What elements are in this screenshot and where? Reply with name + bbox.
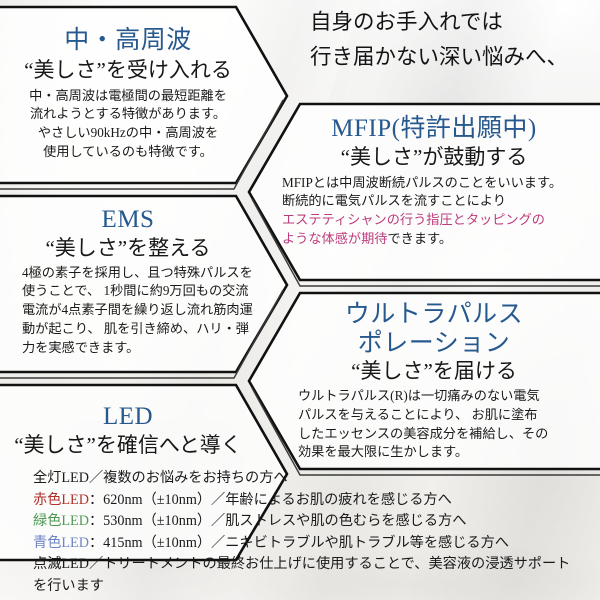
led-color-label: 青色LED — [33, 534, 89, 551]
panel-high-frequency: 中・高周波 “美しさ”を受け入れる 中・高周波は電極間の最短距離を流れようとする… — [0, 27, 256, 162]
panel-shadow-ultrapulse — [251, 387, 600, 476]
header-block: 自身のお手入れでは 行き届かない深い悩みへ、 — [310, 8, 568, 72]
body-line: 動が起こり、 肌を引き締め、ハリ・弾 — [22, 320, 249, 336]
led-spec-text: ：530nm（±10nm）／肌ストレスや肌の色むらを感じる方へ — [88, 513, 467, 530]
body-line: したエッセンスの美容成分を補給し、その — [298, 425, 549, 441]
ems-title: EMS — [101, 206, 155, 233]
body-line: 使うことで、 1秒間に約9万回もの交流 — [22, 283, 249, 299]
panel-ems: EMS “美しさ”を整える 4極の素子を採用し、且つ特殊パルスを使うことで、 1… — [0, 206, 256, 358]
panel-outline-mfip — [247, 102, 600, 282]
body-line: MFIPとは中周波断続パルスのことをいいます。 — [282, 174, 600, 193]
body-text: ような体感が期待 — [282, 230, 388, 246]
hf-subtitle: “美しさ”を受け入れる — [24, 57, 232, 82]
panel-shadow-hf — [0, 99, 284, 190]
led-spec-text: を行います — [33, 577, 104, 594]
body-line: エステティシャンの行う指圧とタッピングの — [282, 211, 600, 230]
body-line: ウルトラパルス(R)は一切痛みのない電気 — [298, 388, 540, 404]
led-spec-line: 点滅LED／トリートメントの最終お仕上げに使用することで、美容液の浸透サポート — [33, 554, 600, 576]
body-text: MFIPとは中周波断続パルスのことをいいます。 — [282, 174, 563, 190]
body-text: エステティシャンの行う指圧とタッピングの — [282, 212, 545, 228]
body-line: 4極の素子を採用し、且つ特殊パルスを — [22, 264, 253, 280]
header-line-2: 行き届かない深い悩みへ、 — [310, 44, 569, 69]
body-text-tail: できます。 — [387, 230, 453, 246]
led-spec-text: ：415nm（±10nm）／ニキビトラブルや肌トラブル等を感じる方へ — [88, 534, 509, 551]
mfip-title: MFIP(特許出願中) — [331, 115, 537, 142]
led-subtitle: “美しさ”を確信へと導く — [14, 432, 242, 457]
ems-body: 4極の素子を採用し、且つ特殊パルスを使うことで、 1秒間に約9万回もの交流電流が… — [0, 264, 256, 358]
led-spec-line: を行います — [33, 576, 600, 598]
led-spec-text: ：620nm（±10nm）／年齢によるお肌の疲れを感じる方へ — [88, 491, 452, 508]
ultrapulse-title-line-1: ウルトラパルス — [344, 301, 524, 328]
panel-mfip: MFIP(特許出願中) “美しさ”が鼓動する MFIPとは中周波断続パルスのこと… — [268, 115, 600, 249]
hf-title: 中・高周波 — [64, 27, 192, 54]
panel-shadow-mfip — [251, 198, 600, 287]
body-line: 流れようとする特徴があります。 — [29, 106, 227, 122]
ultrapulse-title-line-2: ポレーション — [357, 329, 511, 357]
led-color-label: 緑色LED — [33, 513, 89, 530]
mfip-body: MFIPとは中周波断続パルスのことをいいます。断続的に電気パルスを流すことにより… — [268, 174, 600, 249]
body-line: 使用しているのも特徴です。 — [43, 143, 213, 159]
led-spec-line: 緑色LED：530nm（±10nm）／肌ストレスや肌の色むらを感じる方へ — [33, 511, 600, 533]
ultrapulse-body: ウルトラパルス(R)は一切痛みのない電気パルスを与えることにより、 お肌に塗布し… — [268, 387, 600, 462]
panel-led: LED “美しさ”を確信へと導く — [0, 403, 256, 457]
body-line: 中・高周波は電極間の最短距離を — [29, 87, 227, 103]
led-spec-line: 赤色LED：620nm（±10nm）／年齢によるお肌の疲れを感じる方へ — [33, 490, 600, 512]
ems-subtitle: “美しさ”を整える — [45, 235, 211, 260]
body-line: 電流が4点素子間を繰り返し流れ筋肉運 — [22, 302, 253, 318]
hf-body: 中・高周波は電極間の最短距離を流れようとする特徴があります。やさしい90kHzの… — [0, 87, 256, 162]
led-title: LED — [102, 403, 154, 430]
mfip-subtitle: “美しさ”が鼓動する — [340, 144, 528, 169]
panel-outline-ultrapulse — [247, 291, 600, 471]
panel-shadow-ems — [0, 289, 284, 379]
panel-ultrapulse: ウルトラパルス ポレーション “美しさ”を届ける ウルトラパルス(R)は一切痛み… — [268, 301, 600, 462]
led-spec-text: ／トリートメントの最終お仕上げに使用することで、美容液の浸透サポート — [88, 556, 571, 573]
body-line: パルスを与えることにより、 お肌に塗布 — [298, 406, 538, 422]
led-color-label: 点滅LED — [33, 556, 89, 573]
body-line: やさしい90kHzの中・高周波を — [37, 125, 219, 141]
body-line: 効果を最大限に生かします。 — [298, 444, 469, 460]
led-spec-line: 青色LED：415nm（±10nm）／ニキビトラブルや肌トラブル等を感じる方へ — [33, 533, 600, 555]
led-spec-line: 全灯LED／複数のお悩みをお持ちの方へ — [33, 468, 600, 490]
panel-outline-led — [0, 383, 289, 562]
body-line: ような体感が期待できます。 — [282, 230, 600, 249]
led-color-label: 赤色LED — [33, 491, 89, 508]
body-text: 断続的に電気パルスを流すことにより — [282, 193, 506, 209]
led-spec-list: 全灯LED／複数のお悩みをお持ちの方へ赤色LED：620nm（±10nm）／年齢… — [33, 468, 600, 597]
body-line: 断続的に電気パルスを流すことにより — [282, 192, 600, 211]
body-line: 力を実感できます。 — [22, 339, 140, 355]
ultrapulse-subtitle: “美しさ”を届ける — [351, 359, 517, 383]
led-color-label: 全灯LED — [33, 470, 89, 486]
header-line-1: 自身のお手入れでは — [310, 10, 503, 34]
led-spec-text: ／複数のお悩みをお持ちの方へ — [88, 470, 288, 486]
